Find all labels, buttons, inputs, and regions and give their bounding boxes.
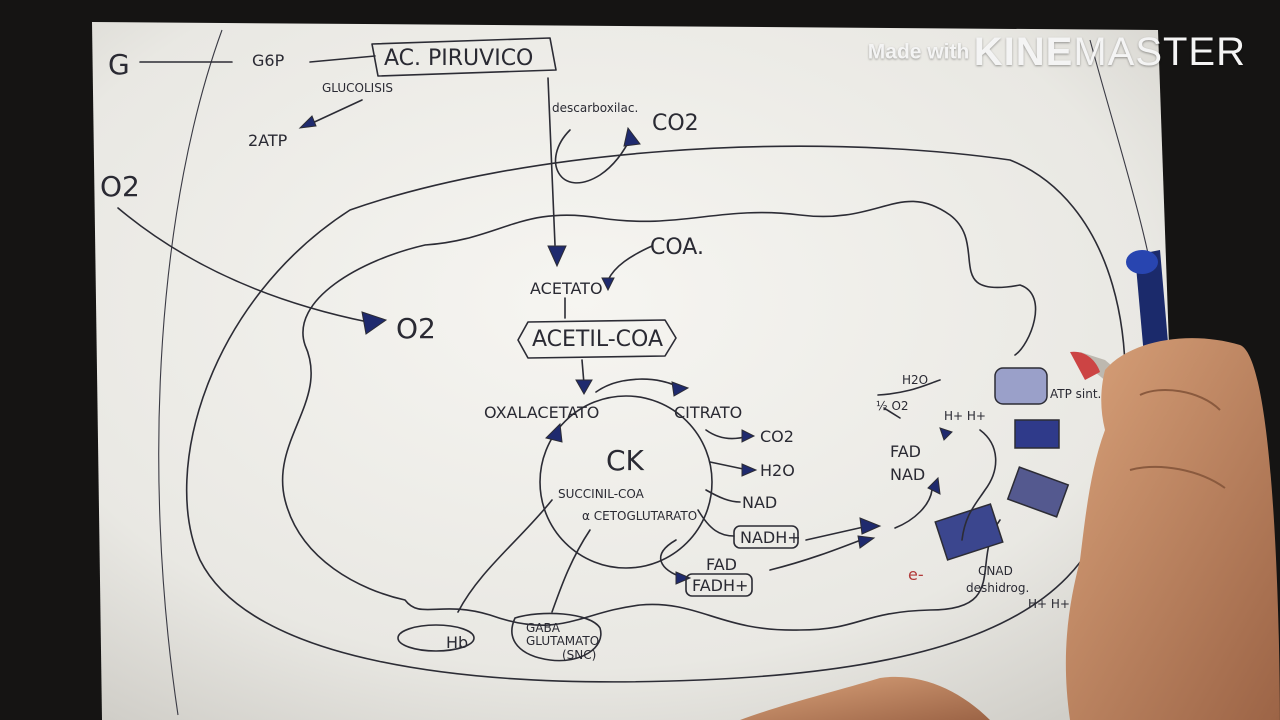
cetoglutarato-label: α CETOGLUTARATO — [582, 509, 697, 523]
piruvico-label: AC. PIRUVICO — [384, 46, 533, 71]
succinil-label: SUCCINIL-COA — [558, 487, 645, 501]
nadh-label: NADH+ — [740, 528, 801, 547]
fad-right-label: FAD — [890, 442, 921, 461]
gaba-label-2: GLUTAMATO — [526, 634, 599, 648]
deshidrog-label: deshidrog. — [966, 581, 1029, 595]
gaba-label-3: (SNC) — [562, 648, 596, 662]
half-o2-label: ½ O2 — [876, 399, 909, 413]
citrato-label: CITRATO — [674, 403, 742, 422]
h2o-chain-label: H2O — [902, 373, 928, 387]
h2o-cycle-label: H2O — [760, 461, 795, 480]
cnad-label: CNAD — [978, 564, 1013, 578]
co2-top-label: CO2 — [652, 111, 699, 136]
glucose-label: G — [108, 48, 130, 81]
watermark-prefix: Made with — [868, 41, 970, 64]
e-label: e- — [908, 565, 924, 584]
nad-label: NAD — [742, 493, 777, 512]
acetato-label: ACETATO — [530, 279, 603, 298]
glucolisis-label: GLUCOLISIS — [322, 81, 393, 95]
watermark-brand-bold: KINE — [974, 30, 1074, 74]
fadh-label: FADH+ — [692, 576, 748, 595]
o2-outside-label: O2 — [100, 170, 140, 203]
co2-cycle-label: CO2 — [760, 427, 794, 446]
watermark-brand-regular: MASTER — [1073, 30, 1246, 74]
g6p-label: G6P — [252, 51, 285, 70]
kinemaster-watermark: Made with KINEMASTER — [868, 30, 1246, 75]
oxalacetato-label: OXALACETATO — [484, 403, 599, 422]
h-bottom-label: H+ H+ — [1028, 597, 1070, 611]
o2-inside-label: O2 — [396, 312, 436, 345]
hb-label: Hb — [446, 633, 468, 652]
coa-label: COA. — [650, 235, 704, 260]
atp-sint-label: ATP sint. — [1050, 387, 1101, 401]
fad-label: FAD — [706, 555, 737, 574]
descarboxilacion-label: descarboxilac. — [552, 101, 638, 115]
gaba-label-1: GABA — [526, 621, 561, 635]
h-ions-label: H+ H+ — [944, 409, 986, 423]
acetil-coa-label: ACETIL-COA — [532, 327, 663, 352]
atp-label: 2ATP — [248, 131, 288, 150]
ck-label: CK — [606, 444, 645, 477]
nad-right-label: NAD — [890, 465, 925, 484]
watermark-brand: KINEMASTER — [974, 30, 1246, 74]
